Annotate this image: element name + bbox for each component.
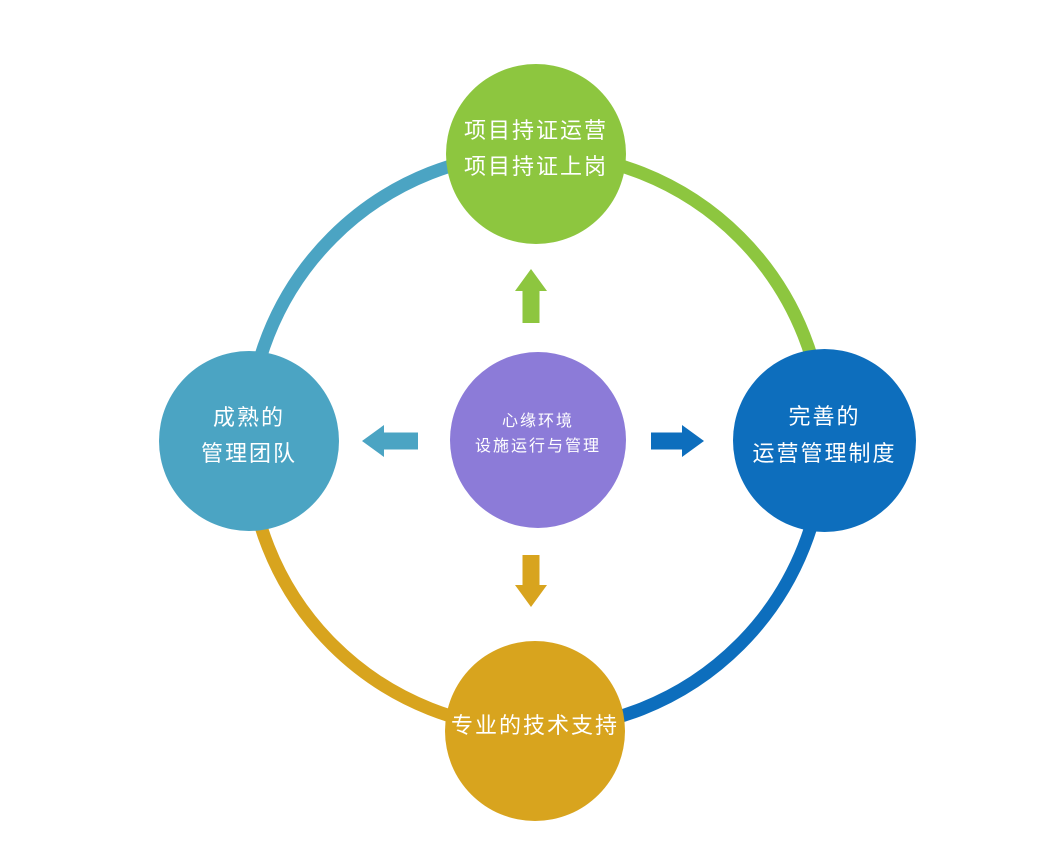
node-left-label-line2: 管理团队 <box>200 442 297 467</box>
node-top-label: 项目持证运营 项目持证上岗 <box>464 114 608 187</box>
arrow-down-icon <box>515 555 547 607</box>
node-left-label-line1: 成熟的 <box>212 405 285 431</box>
node-circle-bottom: 专业的技术支持 <box>445 641 625 821</box>
arrow-left-icon <box>362 425 418 457</box>
node-bottom-label-line1: 专业的技术支持 <box>450 713 619 739</box>
node-right-label: 完善的 运营管理制度 <box>752 400 896 473</box>
node-bottom-label: 专业的技术支持 <box>451 709 619 745</box>
center-label-line2: 设施运行与管理 <box>474 436 601 455</box>
node-right-label-line2: 运营管理制度 <box>752 441 897 467</box>
center-label-line1: 心缘环境 <box>501 411 574 431</box>
node-right-label-line1: 完善的 <box>788 405 861 431</box>
node-circle-top: 项目持证运营 项目持证上岗 <box>446 64 626 244</box>
node-circle-left: 成熟的 管理团队 <box>159 351 339 531</box>
center-label: 心缘环境 设施运行与管理 <box>475 409 601 459</box>
arrow-up-icon <box>515 269 547 323</box>
node-left-label: 成熟的 管理团队 <box>201 401 297 474</box>
arrow-right-icon <box>651 425 704 457</box>
center-circle: 心缘环境 设施运行与管理 <box>450 352 626 528</box>
node-top-label-line2: 项目持证上岗 <box>463 155 608 180</box>
node-top-label-line1: 项目持证运营 <box>463 118 608 144</box>
node-circle-right: 完善的 运营管理制度 <box>733 349 916 532</box>
